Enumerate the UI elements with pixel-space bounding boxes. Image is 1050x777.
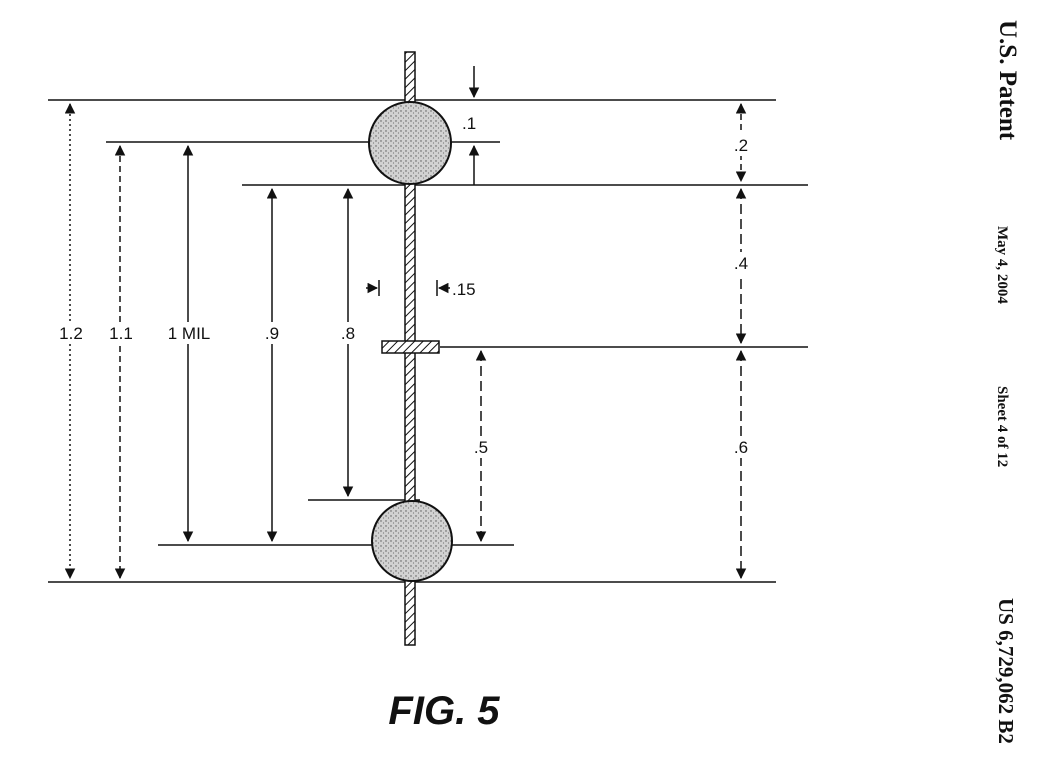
dim-label-1-mil: 1 MIL	[168, 324, 211, 343]
dim-label-0-8: .8	[341, 324, 355, 343]
header-patent-number: US 6,729,062 B2	[994, 598, 1018, 744]
figure-caption: FIG. 5	[388, 689, 500, 733]
dim-label-0-1: .1	[462, 114, 476, 133]
header-sheet-number: Sheet 4 of 12	[994, 386, 1010, 467]
collar-plate	[381, 340, 440, 354]
dim-label-0-2: .2	[734, 136, 748, 155]
dim-label-0-15: .15	[452, 280, 476, 299]
header-date: May 4, 2004	[994, 226, 1010, 304]
dim-label-0-6: .6	[734, 438, 748, 457]
dim-label-1-2: 1.2	[59, 324, 83, 343]
sheet-header: U.S. Patent May 4, 2004 Sheet 4 of 12 US…	[994, 20, 1021, 744]
dim-label-0-9: .9	[265, 324, 279, 343]
ball-top	[368, 101, 452, 185]
dim-label-1-1: 1.1	[109, 324, 133, 343]
dim-label-0-4: .4	[734, 254, 748, 273]
ball-bottom	[371, 500, 453, 582]
dim-label-0-5: .5	[474, 438, 488, 457]
header-publisher: U.S. Patent	[994, 20, 1021, 141]
